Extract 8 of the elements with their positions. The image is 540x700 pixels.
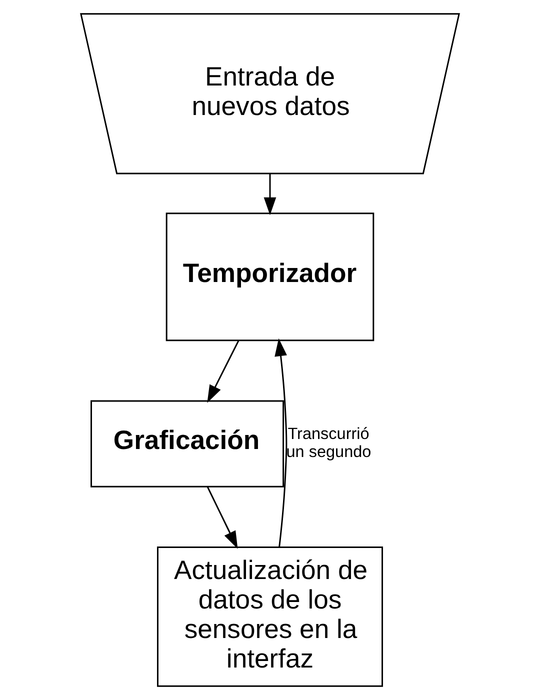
node-box: Temporizador (166, 212, 374, 342)
arrow (207, 340, 240, 403)
arrow (264, 174, 276, 216)
node-box: Actualización de datos de los sensores en la interfaz (156, 546, 384, 687)
arrow (274, 338, 288, 547)
arrow (206, 486, 238, 549)
edge-label: Transcurrió un segundo (286, 425, 372, 461)
node-box: Graficación (90, 400, 284, 488)
